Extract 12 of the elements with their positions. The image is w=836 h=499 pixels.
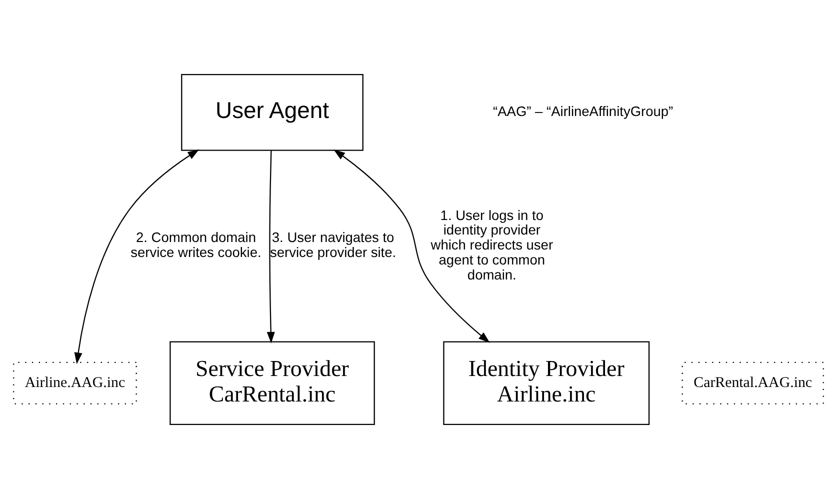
node-box: Airline.AAG.inc: [12, 362, 136, 404]
edge-label: 1. User logs in to identity provider which redirects user agent to common domain.: [430, 208, 553, 282]
node-box: Identity Provider Airline.inc: [442, 341, 650, 425]
arrow: [266, 150, 274, 344]
node-box: User Agent: [180, 74, 363, 151]
node-box: Service Provider CarRental.inc: [169, 341, 374, 425]
label: “AAG” – “AirlineAffinityGroup”: [492, 104, 673, 119]
edge-label: 2. Common domain service writes cookie.: [130, 230, 261, 260]
node-box: CarRental.AAG.inc: [681, 362, 824, 404]
edge-label: 3. User navigates to service provider site.: [270, 230, 396, 260]
arrow: [74, 149, 199, 364]
arrow: [333, 149, 490, 343]
